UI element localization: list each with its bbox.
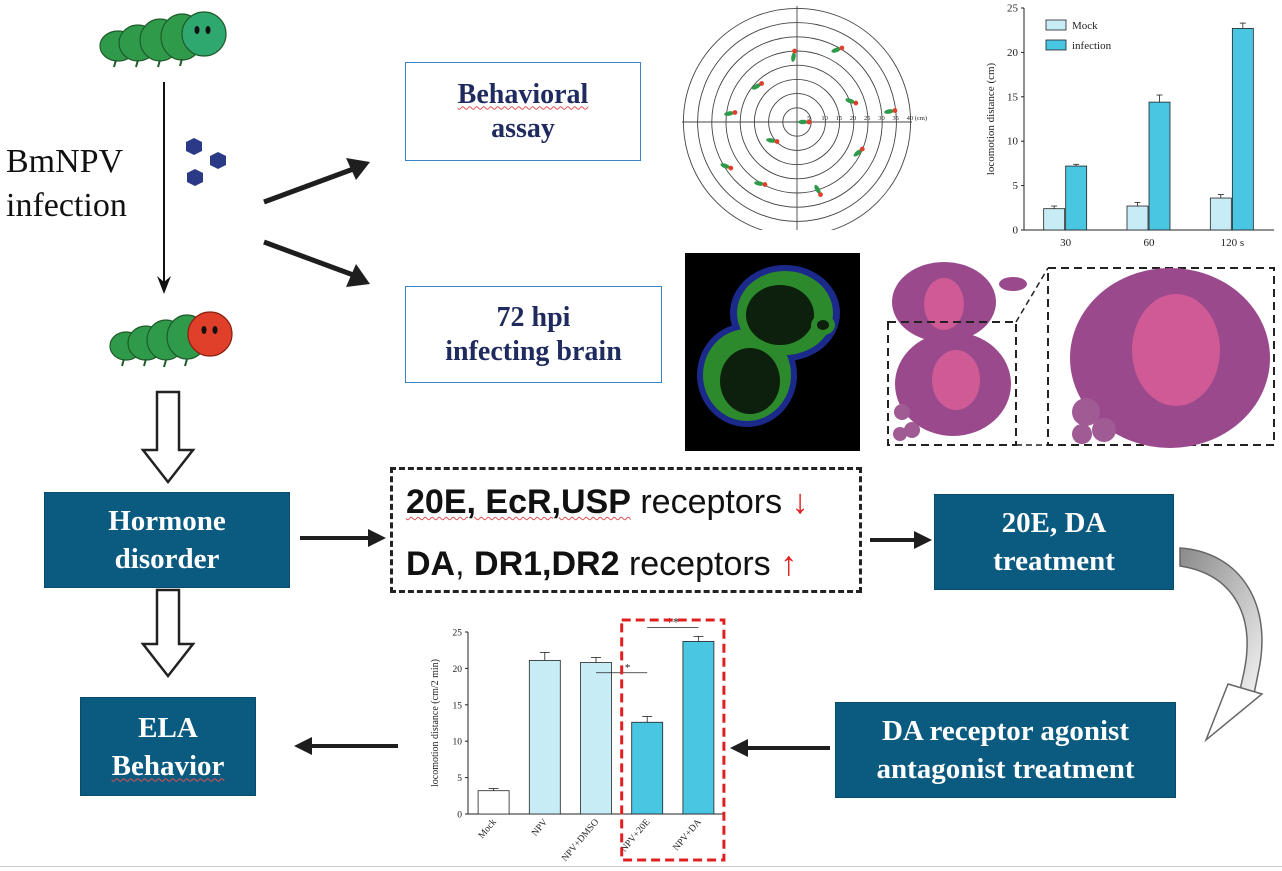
x-tick-label: Mock <box>477 817 499 841</box>
treatment-20e-da-box: 20E, DA treatment <box>934 494 1174 590</box>
polar-ring-label: 20 <box>850 115 857 122</box>
legend-label: Mock <box>1072 20 1098 32</box>
fluorescence-brain-image <box>685 253 860 451</box>
tracked-larva-icon <box>853 146 865 157</box>
x-tick-label: NPV+20E <box>619 817 652 854</box>
arrow-to-behavioral-assay <box>263 158 370 205</box>
polar-ring-label: 30 <box>878 115 885 122</box>
tracked-larva-icon <box>845 98 859 106</box>
polar-ring-label: 15 <box>836 115 843 122</box>
y-tick-label: 25 <box>453 629 463 639</box>
polar-ring-label: 5 <box>807 115 810 122</box>
tracked-larva-icon <box>754 181 768 187</box>
y-tick-label: 10 <box>453 738 463 748</box>
legend-swatch <box>1045 19 1067 31</box>
x-tick-label: 120 s <box>1221 237 1245 249</box>
y-tick-label: 15 <box>453 701 463 711</box>
down-arrow-icon: ↓ <box>791 483 809 521</box>
highlight-dashed-box <box>620 618 726 862</box>
bar-infection-2 <box>1231 28 1254 231</box>
chart-locomotion-time: 0 5 10 15 20 25 locomotion distance (cm) 30 60 12… <box>985 3 1274 249</box>
y-tick-label: 0 <box>1013 225 1019 237</box>
tracked-larva-icon <box>766 138 780 144</box>
y-tick-label: 20 <box>453 665 463 675</box>
curved-arrow-treatment-to-agonist <box>1179 547 1264 743</box>
y-tick-label: 5 <box>457 774 462 784</box>
infecting-brain-box: 72 hpi infecting brain <box>405 286 662 383</box>
significance-label: ** <box>666 615 679 630</box>
up-arrow-icon: ↑ <box>780 545 798 583</box>
polar-ring-label: 25 <box>864 115 871 122</box>
polar-ring-label: 35 <box>892 115 899 122</box>
y-tick-label: 0 <box>457 811 462 821</box>
hollow-down-arrow-2 <box>140 588 196 679</box>
bar-npv <box>528 659 561 815</box>
bar-mock-0 <box>1043 208 1066 231</box>
x-tick-label: NPV+DMSO <box>560 817 601 863</box>
hollow-down-arrow-1 <box>140 390 196 485</box>
chart-locomotion-treatment: 0 5 10 15 20 25 locomotion distance (cm/2 min)… <box>430 615 726 864</box>
bars <box>1043 22 1254 231</box>
receptor-row-2: DA, DR1,DR2 receptors ↑ <box>406 545 798 583</box>
bar-infection-0 <box>1065 165 1088 231</box>
tracked-larva-icon <box>884 108 898 114</box>
y-tick-label: 25 <box>1007 3 1019 15</box>
virus-particles-icon <box>186 138 226 186</box>
infected-larva-icon <box>109 311 233 368</box>
arrow-to-infecting-brain <box>263 239 370 287</box>
he-stain-brain-image <box>887 262 1275 448</box>
arrow-agonist-to-chart <box>730 739 830 757</box>
significance-label: * <box>625 662 631 674</box>
polar-ring-label: 40 (cm) <box>907 115 927 122</box>
arrow-hormone-to-receptors <box>300 529 386 547</box>
y-tick-label: 15 <box>1007 91 1019 103</box>
polar-ring-label: 10 <box>821 115 828 122</box>
bar-npv-da <box>682 641 715 815</box>
x-tick-label: NPV <box>530 817 550 838</box>
arrow-chart-to-ela <box>294 737 398 755</box>
tracked-larva-icon <box>751 81 764 90</box>
tracked-larva-icon <box>798 119 812 125</box>
tracked-larva-icon <box>791 48 797 62</box>
bar-mock-1 <box>1126 205 1149 231</box>
arrow-receptors-to-treatment <box>870 531 932 549</box>
legend-swatch <box>1045 39 1067 51</box>
bars <box>477 635 715 815</box>
bar-infection-1 <box>1148 101 1171 231</box>
down-arrow-line <box>157 82 171 294</box>
bar-mock <box>477 790 510 815</box>
tracked-larva-icon <box>720 163 734 171</box>
x-tick-label: NPV+DA <box>672 817 704 853</box>
x-tick-label: 30 <box>1060 237 1072 249</box>
behavioral-assay-box: Behavioral assay <box>405 62 641 161</box>
receptor-changes-box <box>390 467 862 593</box>
tracked-larva-icon <box>814 184 823 197</box>
bar-npv-20e <box>631 721 664 815</box>
tracked-larva-icon <box>724 110 738 116</box>
receptor-row-1: 20E, EcR,USP receptors ↓ <box>406 483 809 521</box>
y-tick-label: 10 <box>1007 136 1019 148</box>
x-tick-label: 60 <box>1144 237 1156 249</box>
y-tick-label: 20 <box>1007 47 1019 59</box>
bar-mock-2 <box>1209 197 1232 231</box>
y-axis-label: locomotion distance (cm/2 min) <box>430 659 441 787</box>
infection-label: BmNPV infection <box>6 143 127 224</box>
hormone-disorder-box: Hormone disorder <box>44 492 290 588</box>
bar-npv-dmso <box>580 662 612 815</box>
polar-tracking-plot: 5 10 15 20 25 30 35 40 (cm) <box>682 6 927 230</box>
tracked-larva-icon <box>831 45 845 53</box>
bottom-divider <box>0 866 1282 867</box>
ela-behavior-box: ELA Behavior <box>80 697 256 796</box>
healthy-larva-icon <box>99 11 227 68</box>
y-axis-label: locomotion distance (cm) <box>985 62 997 175</box>
da-receptor-treatment-box: DA receptor agonist antagonist treatment <box>835 702 1176 798</box>
y-tick-label: 5 <box>1013 180 1019 192</box>
legend-label: infection <box>1072 40 1112 52</box>
